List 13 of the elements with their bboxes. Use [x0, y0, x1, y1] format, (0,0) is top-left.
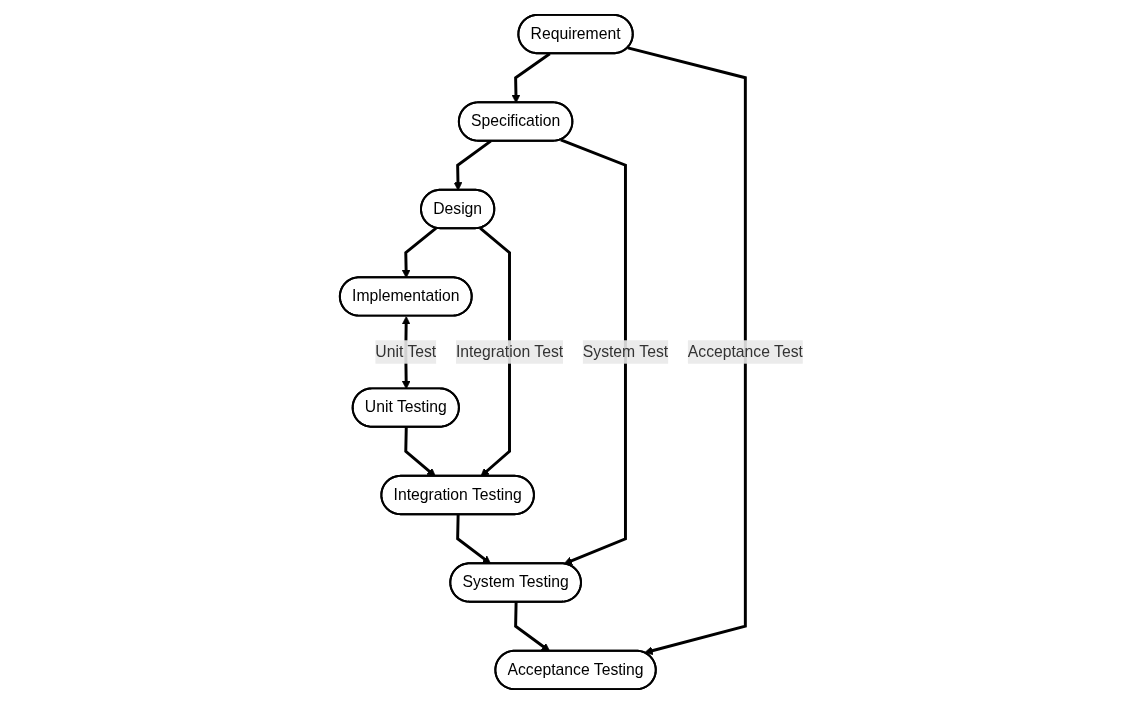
edge-label: Integration Test [455, 342, 564, 360]
arrow [511, 52, 551, 103]
arrow [627, 45, 747, 655]
edge-label: System Test [582, 342, 669, 360]
arrow [404, 426, 436, 477]
arrow [401, 226, 438, 278]
edge-label: Acceptance Test [687, 342, 804, 360]
arrow [453, 139, 492, 191]
arrow [456, 514, 492, 564]
arrow [560, 137, 628, 565]
arrow [479, 226, 512, 477]
arrow [514, 601, 551, 652]
edge-label: Unit Test [375, 342, 437, 360]
